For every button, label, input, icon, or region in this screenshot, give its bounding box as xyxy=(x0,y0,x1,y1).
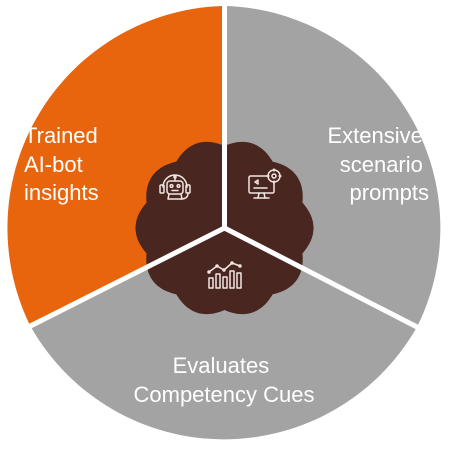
label-line: Competency Cues xyxy=(134,382,315,407)
label-line: prompts xyxy=(350,180,429,205)
label-line: scenario xyxy=(340,152,423,177)
label-line: insights xyxy=(24,180,99,205)
separator-lines xyxy=(29,5,419,330)
label-line: AI-bot xyxy=(24,152,83,177)
label-line: Trained xyxy=(24,123,98,148)
label-line: Evaluates xyxy=(173,353,270,378)
label-competency-cues: Evaluates Competency Cues xyxy=(134,353,315,407)
bar-chart-trend-icon xyxy=(207,261,242,289)
label-ai-bot-insights: Trained AI-bot insights xyxy=(24,123,104,205)
label-line: Extensive xyxy=(327,123,422,148)
label-scenario-prompts: Extensive scenario prompts xyxy=(327,123,429,205)
robot-headset-icon xyxy=(159,174,191,200)
monitor-settings-icon xyxy=(248,168,282,199)
segment-competency-cues xyxy=(31,228,416,440)
